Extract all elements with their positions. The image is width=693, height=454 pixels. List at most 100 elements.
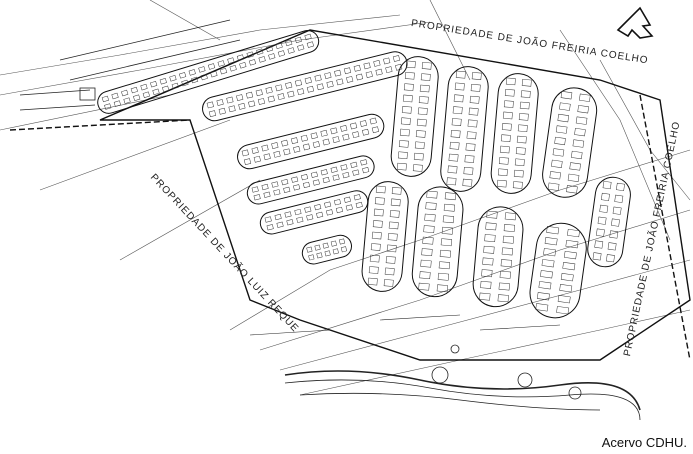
- lot: [273, 150, 281, 158]
- lot: [575, 116, 588, 125]
- lot: [547, 182, 560, 191]
- lot: [188, 69, 196, 76]
- lot: [198, 66, 206, 73]
- lot: [390, 198, 401, 207]
- lot: [239, 62, 247, 69]
- lot-block: [587, 176, 631, 268]
- lot: [501, 123, 512, 131]
- lot: [484, 234, 496, 243]
- lot: [396, 162, 407, 171]
- lot: [159, 78, 167, 85]
- lot: [596, 228, 605, 237]
- lot: [277, 50, 286, 57]
- lot: [241, 149, 249, 157]
- lot: [320, 129, 328, 137]
- lot: [261, 144, 269, 152]
- lot: [281, 139, 289, 147]
- lot: [504, 88, 515, 97]
- lot: [171, 82, 179, 90]
- lot: [450, 129, 461, 138]
- lot: [332, 248, 339, 255]
- lot: [304, 206, 312, 213]
- lot: [216, 99, 224, 106]
- lot-blocks: [97, 29, 631, 319]
- lot-block: [237, 113, 385, 170]
- lot: [482, 257, 494, 266]
- lot: [294, 208, 302, 216]
- lot: [101, 95, 110, 103]
- lot: [320, 169, 328, 176]
- lot: [567, 228, 580, 238]
- lot: [314, 244, 321, 251]
- lot: [420, 73, 431, 81]
- lot: [423, 225, 435, 233]
- lot: [485, 222, 497, 231]
- lot: [256, 48, 264, 55]
- lot: [465, 143, 476, 152]
- lot: [345, 204, 353, 211]
- lot: [401, 106, 412, 114]
- lot: [437, 272, 449, 281]
- lot: [294, 79, 303, 87]
- lot: [599, 204, 609, 213]
- lot-block: [440, 66, 489, 192]
- lot: [447, 165, 458, 174]
- lot: [371, 126, 380, 134]
- lot: [283, 148, 291, 156]
- lot: [353, 64, 361, 72]
- lot: [353, 194, 361, 201]
- lot: [544, 237, 558, 246]
- lot: [388, 221, 399, 230]
- lot: [612, 206, 622, 215]
- lot: [513, 169, 524, 178]
- lot: [385, 66, 393, 74]
- lot: [169, 75, 177, 82]
- lot: [338, 238, 346, 245]
- lot: [369, 254, 380, 263]
- lot: [355, 201, 363, 209]
- lot: [499, 270, 511, 279]
- lot: [121, 89, 129, 97]
- lot: [227, 57, 235, 64]
- lot: [265, 86, 273, 94]
- lot: [446, 177, 457, 186]
- lot: [418, 96, 429, 104]
- lot: [404, 71, 415, 80]
- lot: [453, 94, 464, 103]
- lot: [616, 182, 625, 192]
- lot-block: [542, 87, 598, 198]
- lot: [142, 91, 150, 99]
- lot: [266, 224, 274, 231]
- lot: [469, 95, 480, 104]
- lot-block: [411, 186, 464, 298]
- lot: [373, 60, 381, 67]
- lot: [236, 54, 245, 61]
- lot: [517, 124, 528, 132]
- lot: [273, 189, 281, 196]
- lot: [335, 206, 343, 214]
- lot: [322, 242, 329, 249]
- lot: [294, 36, 303, 44]
- lot: [360, 159, 368, 166]
- lot: [277, 93, 285, 100]
- lot: [324, 72, 332, 79]
- lot: [243, 158, 252, 166]
- lot: [352, 169, 360, 176]
- lot: [452, 106, 463, 115]
- lot: [481, 269, 493, 278]
- lot-block: [97, 29, 320, 114]
- lot: [436, 284, 448, 293]
- lot: [359, 120, 368, 127]
- lot: [283, 186, 291, 193]
- lot: [236, 94, 244, 101]
- lot: [609, 230, 619, 239]
- lot: [579, 93, 591, 102]
- lot: [597, 216, 607, 225]
- lot: [577, 105, 589, 114]
- lot: [324, 201, 332, 208]
- lot: [275, 84, 283, 92]
- lot: [601, 192, 610, 202]
- lot: [210, 70, 218, 78]
- lot: [501, 247, 513, 256]
